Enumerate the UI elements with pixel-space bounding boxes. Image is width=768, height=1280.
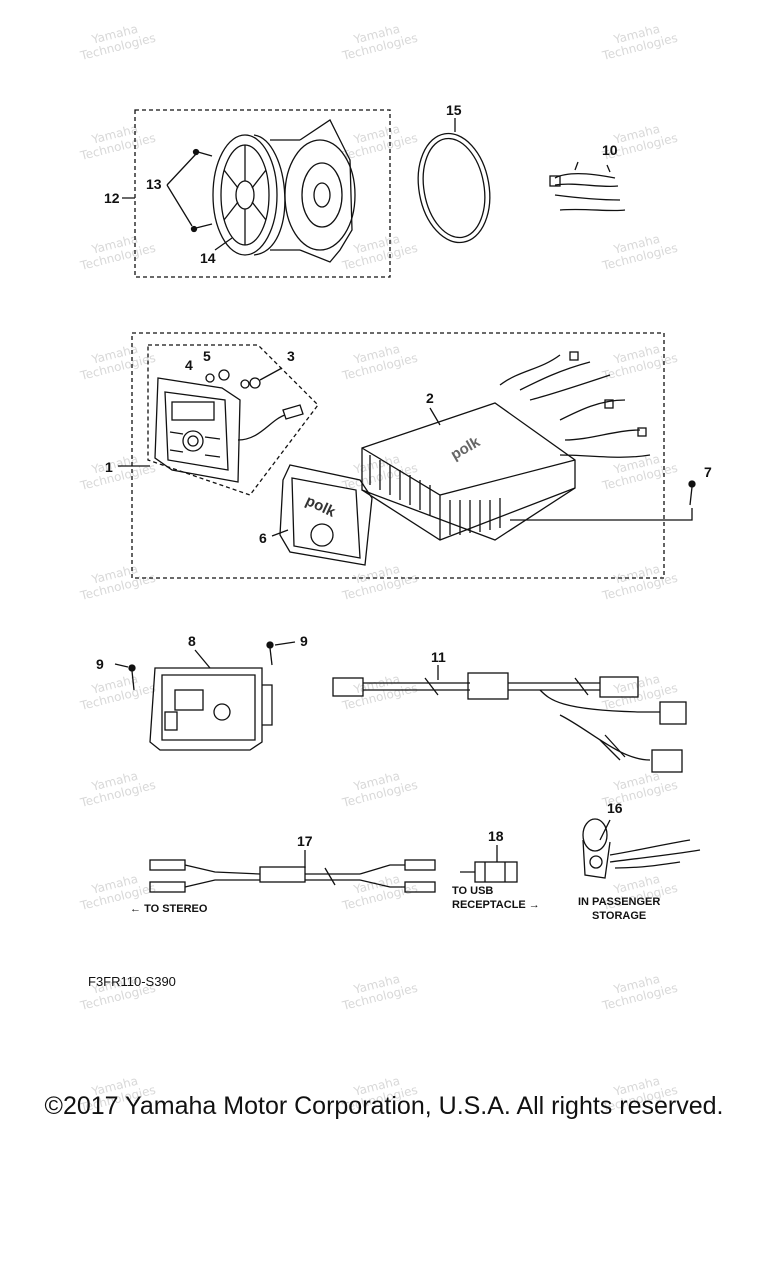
note-to-stereo: ← TO STEREO <box>130 903 208 915</box>
callout-5: 5 <box>203 348 211 364</box>
callout-11: 11 <box>431 649 446 665</box>
callout-12: 12 <box>104 190 120 206</box>
rca-y-cable <box>149 859 436 893</box>
note-to-stereo-text: TO STEREO <box>144 903 208 915</box>
callout-9: 9 <box>300 633 308 649</box>
callout-16: 16 <box>607 800 623 816</box>
screw <box>190 148 213 233</box>
callout-8: 8 <box>188 633 196 649</box>
bluetooth-receiver <box>149 667 273 751</box>
callout-2: 2 <box>426 390 434 406</box>
speaker-driver <box>270 119 356 263</box>
nut <box>205 369 261 389</box>
leader-line <box>118 367 693 537</box>
callout-15: 15 <box>446 102 462 118</box>
diagram-code: F3FR110-S390 <box>88 974 176 989</box>
screw <box>128 641 274 691</box>
amplifier <box>361 351 651 541</box>
callout-18: 18 <box>488 828 504 844</box>
note-to-usb: TO USB RECEPTACLE → <box>452 885 540 911</box>
trim-ring <box>417 118 491 244</box>
control-head-unit <box>154 377 304 483</box>
callout-10: 10 <box>602 142 618 158</box>
callout-6: 6 <box>259 530 267 546</box>
leader-line <box>114 641 296 669</box>
callout-7: 7 <box>704 464 712 480</box>
callout-13: 13 <box>146 176 162 192</box>
callout-3: 3 <box>287 348 295 364</box>
leader-line <box>599 819 611 841</box>
note-to-usb-text: TO USB RECEPTACLE <box>452 885 526 911</box>
speaker-kit-group-box <box>134 109 391 278</box>
note-passenger-storage: IN PASSENGER STORAGE <box>578 896 661 922</box>
callout-14: 14 <box>200 250 216 266</box>
stereo-kit-group-box <box>131 332 665 579</box>
leader-line <box>122 153 233 251</box>
wiring-harness <box>549 161 626 212</box>
usb-receptacle <box>582 818 701 879</box>
copyright-notice: ©2017 Yamaha Motor Corporation, U.S.A. A… <box>44 1092 724 1120</box>
stereo-harness <box>332 672 687 773</box>
speaker-grille <box>212 134 286 256</box>
callout-4: 4 <box>185 357 193 373</box>
control-kit-box <box>147 344 319 496</box>
callout-9: 9 <box>96 656 104 672</box>
callout-17: 17 <box>297 833 313 849</box>
usb-adapter <box>460 861 518 883</box>
screw <box>688 480 696 506</box>
callout-1: 1 <box>105 459 113 475</box>
